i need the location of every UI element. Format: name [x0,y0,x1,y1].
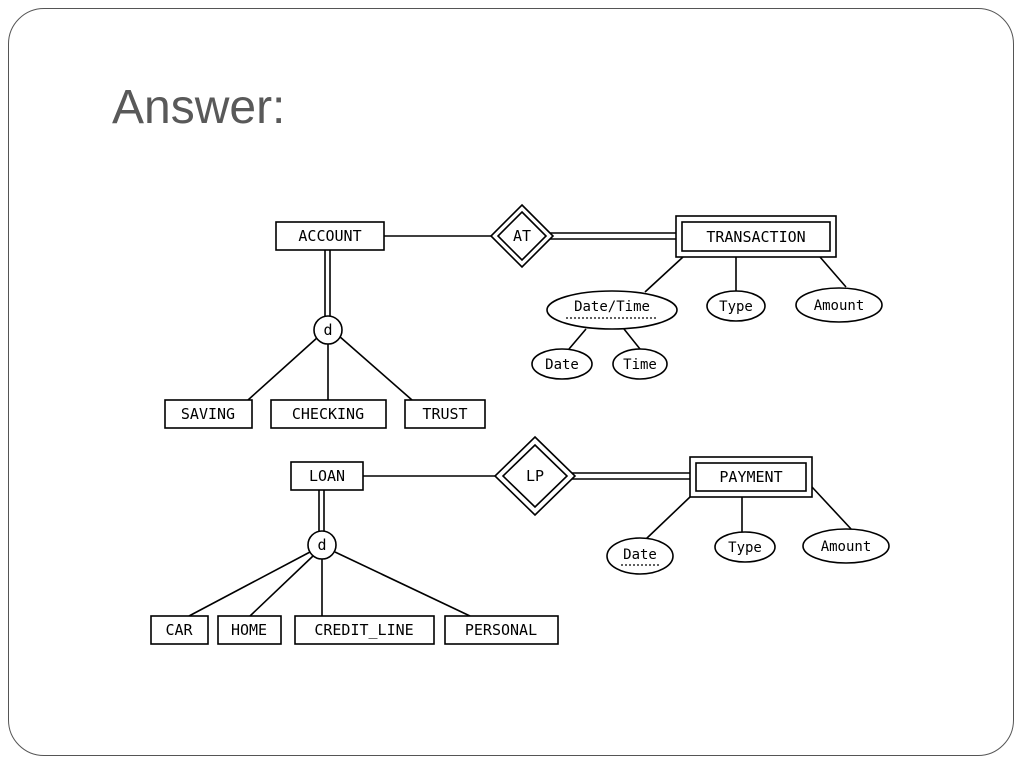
attribute-payment-date-label: Date [623,547,657,563]
entity-trust: TRUST [404,399,486,429]
specialization-account-circle: d [313,315,343,345]
entity-credit-line: CREDIT_LINE [294,615,435,645]
entity-credit-line-label: CREDIT_LINE [314,621,413,639]
entity-home: HOME [217,615,282,645]
line-d-trust [338,335,413,401]
entity-car: CAR [150,615,209,645]
line-datetime-date [568,328,587,350]
entity-loan-label: LOAN [309,467,345,485]
entity-personal: PERSONAL [444,615,559,645]
entity-account-label: ACCOUNT [298,227,361,245]
line-transaction-amount [819,256,847,288]
attribute-payment-amount: Amount [802,528,890,564]
attribute-transaction-amount-label: Amount [814,298,865,314]
relationship-lp: LP [493,435,577,517]
entity-loan: LOAN [290,461,364,491]
attribute-payment-date: Date [606,537,674,575]
attribute-transaction-type-label: Type [719,299,753,315]
entity-saving-label: SAVING [181,405,235,423]
entity-payment-label: PAYMENT [719,468,782,486]
line-payment-date [645,496,691,540]
attribute-transaction-amount: Amount [795,287,883,323]
slide-title: Answer: [112,81,286,134]
attribute-transaction-time: Time [612,348,668,380]
line-payment-amount [811,486,853,531]
attribute-payment-type-label: Type [728,540,762,556]
specialization-loan-label: d [317,536,326,554]
line-datetime-time [623,328,641,350]
attribute-payment-type: Type [714,531,776,563]
attribute-transaction-date: Date [531,348,593,380]
attribute-transaction-time-label: Time [623,357,657,373]
entity-saving: SAVING [164,399,253,429]
specialization-loan-circle: d [307,530,337,560]
relationship-at-label: AT [513,227,531,245]
attribute-transaction-datetime-label: Date/Time [574,299,650,315]
relationship-at: AT [489,203,555,269]
entity-transaction: TRANSACTION [675,215,837,258]
entity-checking: CHECKING [270,399,387,429]
line-d-car [188,551,311,617]
entity-car-label: CAR [165,621,193,639]
entity-home-label: HOME [231,621,267,639]
entity-payment: PAYMENT [689,456,813,498]
line-d-saving [247,336,319,401]
specialization-account-label: d [323,321,332,339]
attribute-transaction-type: Type [706,290,766,322]
entity-personal-label: PERSONAL [465,621,537,639]
entity-trust-label: TRUST [422,405,467,423]
line-transaction-datetime [644,256,684,293]
entity-checking-label: CHECKING [292,405,364,423]
entity-transaction-label: TRANSACTION [706,228,805,246]
line-d-personal [334,551,471,617]
attribute-transaction-date-label: Date [545,357,579,373]
relationship-lp-label: LP [526,467,544,485]
entity-account: ACCOUNT [275,221,385,251]
attribute-transaction-datetime: Date/Time [546,290,678,330]
line-d-home [249,555,314,617]
attribute-payment-amount-label: Amount [821,539,872,555]
